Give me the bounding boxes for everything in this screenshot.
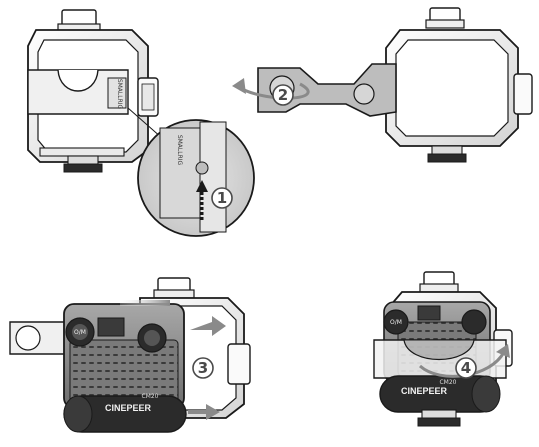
- magnifier-detail: SMALLRIG: [137, 119, 255, 237]
- panel-step-1: SMALLRIG SMALLRIG 1: [27, 9, 255, 237]
- brand-label-magnified: SMALLRIG: [176, 135, 183, 166]
- model-label-b: CM20: [439, 379, 456, 386]
- panel-step-2: 2: [232, 7, 533, 163]
- cold-shoe-bottom: [63, 155, 103, 173]
- slide-arrows: [120, 300, 226, 420]
- cold-shoe-top: [57, 9, 101, 33]
- step-1-number: 1: [217, 189, 227, 207]
- mounted-device: O/M CINEPEER CM20: [373, 301, 507, 427]
- step-1-badge: 1: [211, 187, 233, 209]
- brand-label-device-a: CINEPEER: [105, 403, 152, 413]
- panel-step-3: O/M CINEPEER CM20 3: [9, 277, 251, 433]
- side-bracket: [9, 321, 69, 355]
- power-button-label-b: O/M: [390, 319, 402, 326]
- step-2-number: 2: [278, 86, 288, 104]
- cage-frame: SMALLRIG: [27, 29, 159, 163]
- power-button-label-a: O/M: [74, 329, 86, 336]
- panel-step-4: O/M CINEPEER CM20 4: [373, 271, 513, 427]
- step-4-number: 4: [461, 359, 471, 377]
- step-3-badge: 3: [192, 357, 214, 379]
- step-3-number: 3: [198, 359, 208, 377]
- microphone-device: O/M CINEPEER CM20: [63, 303, 187, 433]
- step-2-badge: 2: [272, 84, 294, 106]
- model-label-a: CM20: [141, 393, 158, 400]
- cage-frame-open: [385, 7, 533, 163]
- brand-label-device-b: CINEPEER: [401, 386, 448, 396]
- brand-label-cage: SMALLRIG: [116, 79, 123, 110]
- step-4-badge: 4: [455, 357, 477, 379]
